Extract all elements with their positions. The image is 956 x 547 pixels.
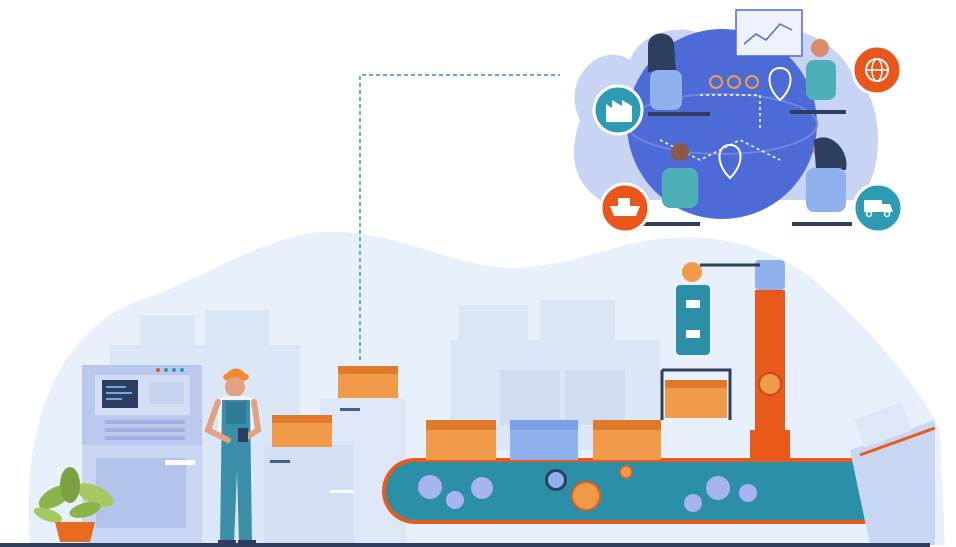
- conveyor-belt: [382, 458, 902, 524]
- truck-icon: [852, 182, 904, 234]
- ground-line: [0, 543, 930, 547]
- people: [640, 33, 852, 226]
- conveyor-boxes: [426, 420, 661, 460]
- globe-network: [574, 9, 879, 226]
- worker: [204, 368, 262, 546]
- potted-plant: [33, 467, 114, 542]
- robotic-arm: [660, 260, 790, 460]
- ship-icon: [599, 182, 651, 234]
- dashed-connector: [359, 74, 560, 360]
- globe-icon: [851, 44, 903, 96]
- exit-ramp: [850, 402, 936, 545]
- control-machine: [82, 365, 202, 545]
- factory-icon: [592, 84, 644, 136]
